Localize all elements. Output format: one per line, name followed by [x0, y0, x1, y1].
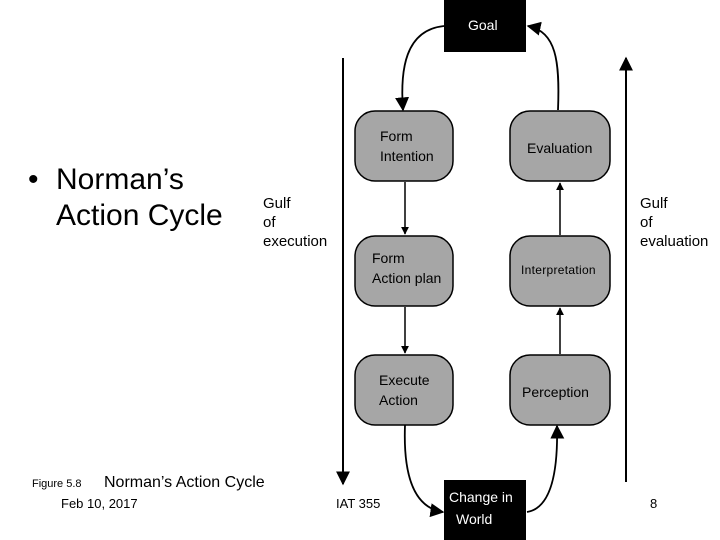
gulf-execution-label: Gulf of execution	[263, 194, 327, 251]
form-action-label-line1: Form	[372, 250, 405, 266]
gulf-evaluation-word3: evaluation	[640, 233, 709, 250]
page-number: 8	[650, 496, 658, 511]
slide-title-line1: Norman’s	[56, 163, 184, 196]
evaluation-box	[509, 110, 611, 182]
execute-to-world-arrow	[403, 424, 445, 518]
perception-label: Perception	[522, 384, 589, 400]
gulf-execution-word2: of	[263, 214, 276, 231]
world-box	[444, 480, 526, 540]
goal-to-intention-arrow	[395, 25, 445, 112]
world-to-perception-arrow	[526, 424, 565, 513]
goal-label: Goal	[468, 17, 498, 33]
execute-action-label-line2: Action	[379, 392, 418, 408]
form-action-box	[354, 235, 454, 307]
evaluation-to-goal-arrow	[526, 21, 560, 111]
form-intention-label-line1: Form	[380, 128, 413, 144]
evaluation-label: Evaluation	[527, 140, 593, 156]
interpretation-label: Interpretation	[521, 263, 596, 277]
goal-box	[444, 0, 526, 52]
gulf-execution-word1: Gulf	[263, 195, 291, 212]
gulf-evaluation-label: Gulf of evaluation	[640, 194, 708, 251]
world-label-line1: Change in	[449, 489, 513, 505]
form-intention-label-line2: Intention	[380, 148, 434, 164]
footer-date: Feb 10, 2017	[61, 496, 138, 511]
gulf-execution-word3: execution	[263, 233, 328, 250]
footer-course: IAT 355	[336, 496, 381, 511]
form-action-label-line2: Action plan	[372, 270, 442, 286]
world-label-line2: World	[456, 511, 493, 527]
slide-title-line2: Action Cycle	[56, 199, 223, 232]
bullet-marker: •	[28, 163, 39, 196]
execute-action-box	[354, 354, 454, 426]
execute-action-label-line1: Execute	[379, 372, 430, 388]
gulf-evaluation-word1: Gulf	[640, 195, 668, 212]
figure-caption: Norman’s Action Cycle	[104, 474, 265, 491]
figure-label: Figure 5.8	[32, 478, 82, 490]
gulf-evaluation-word2: of	[640, 214, 653, 231]
interpretation-box	[509, 235, 611, 307]
